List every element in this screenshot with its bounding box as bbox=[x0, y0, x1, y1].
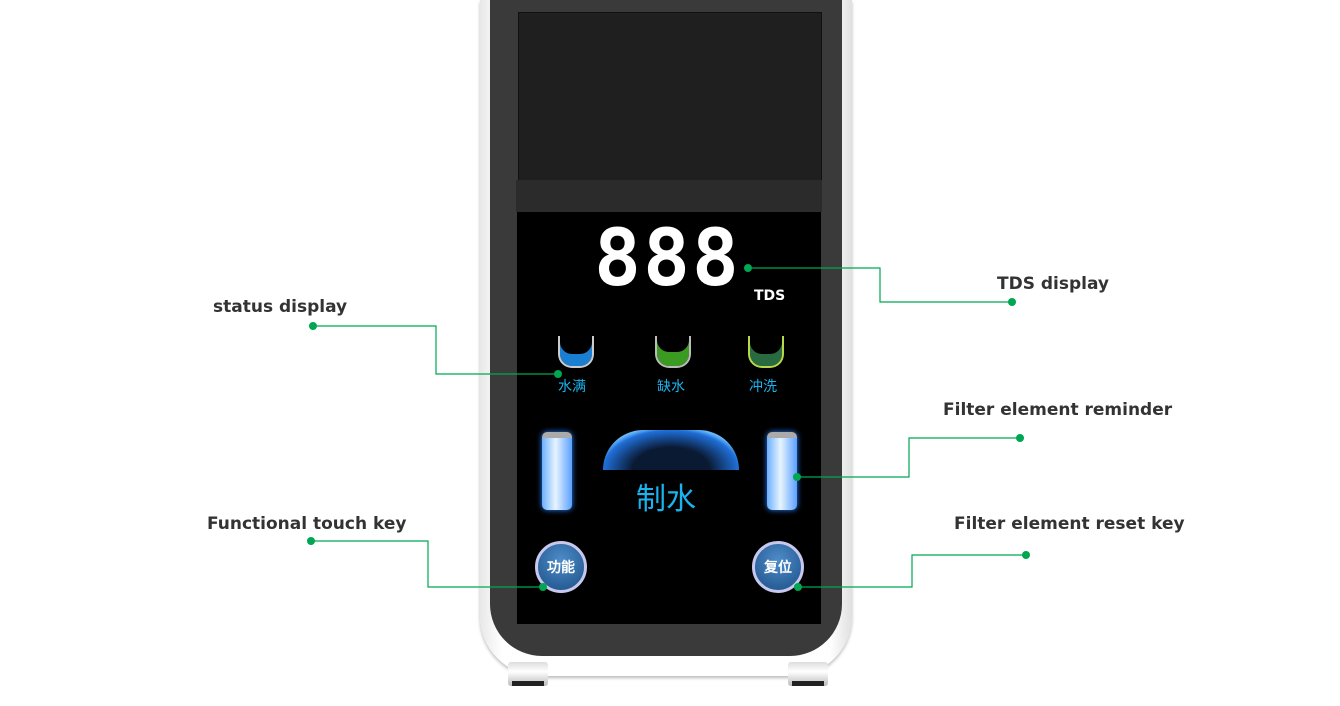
reset-key-callout-line bbox=[798, 554, 1026, 588]
tds-unit: TDS bbox=[754, 288, 786, 304]
callout-dot bbox=[793, 473, 801, 481]
callout-dot bbox=[1022, 551, 1030, 559]
status-water-shortage: 缺水 bbox=[657, 379, 685, 395]
earth-icon bbox=[603, 430, 739, 470]
status-callout-line bbox=[313, 325, 558, 375]
function-key-callout-line bbox=[311, 540, 543, 588]
water-full-icon bbox=[558, 336, 594, 368]
tds-readout: 888 bbox=[594, 214, 741, 304]
divider-strip bbox=[516, 180, 822, 212]
status-flush: 冲洗 bbox=[749, 379, 777, 395]
left-foot bbox=[508, 662, 548, 686]
callout-dot bbox=[539, 583, 547, 591]
filter-reminder-label: Filter element reminder bbox=[943, 400, 1173, 420]
function-key-label: Functional touch key bbox=[207, 514, 407, 534]
callout-dot bbox=[554, 370, 562, 378]
filter-reminder-callout-line bbox=[797, 437, 1020, 478]
callout-dot bbox=[1008, 298, 1016, 306]
tds-display-label: TDS display bbox=[997, 274, 1110, 294]
callout-dot bbox=[794, 583, 802, 591]
mode-label: 制水 bbox=[636, 482, 696, 517]
water-shortage-icon bbox=[655, 336, 691, 368]
flush-icon bbox=[748, 336, 784, 368]
status-display-label: status display bbox=[213, 297, 348, 317]
right-foot bbox=[788, 662, 828, 686]
filter-level-left-icon bbox=[542, 432, 572, 510]
top-panel bbox=[518, 12, 822, 182]
callout-dot bbox=[307, 537, 315, 545]
reset-key-label: Filter element reset key bbox=[954, 514, 1185, 534]
status-water-full: 水满 bbox=[558, 379, 586, 395]
callout-dot bbox=[744, 264, 752, 272]
filter-reminder-icon bbox=[767, 432, 797, 510]
callout-dot bbox=[309, 322, 317, 330]
callout-dot bbox=[1016, 434, 1024, 442]
tds-callout-line bbox=[748, 267, 1012, 303]
